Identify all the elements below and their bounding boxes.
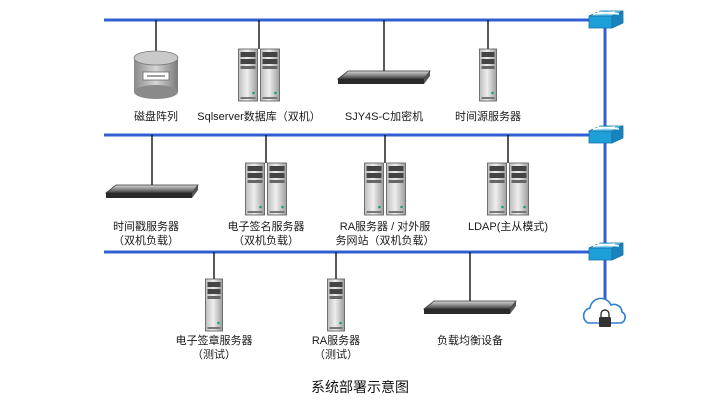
ra-server-label-line-2: 务网站（双机负载） [335, 235, 435, 247]
network-switch-icon [588, 242, 624, 261]
sqlserver-db-label: Sqlserver数据库（双机） [197, 110, 320, 124]
timestamp-server-label-line-2: （双机负载） [113, 235, 179, 247]
sjy4s-crypto-label-line: SJY4S-C加密机 [344, 111, 424, 123]
e-sign-server-label: 电子签名服务器 （双机负载） [228, 220, 305, 248]
disk-array-label-line: 磁盘阵列 [134, 111, 178, 123]
disk-array-icon [133, 50, 179, 99]
ra-server-label: RA服务器 / 对外服 务网站（双机负载） [336, 220, 435, 248]
network-switch-icon [588, 10, 624, 29]
disk-array-label: 磁盘阵列 [134, 110, 178, 124]
dual-server-icon [487, 162, 529, 216]
e-sign-server-label-line-1: 电子签名服务器 [227, 221, 305, 233]
rack-appliance-icon [422, 300, 517, 314]
load-balancer-label-line: 负载均衡设备 [437, 335, 503, 347]
ra-test-server-label: RA服务器 （测试） [312, 334, 360, 362]
ldap-server-label: LDAP(主从模式) [468, 220, 548, 234]
e-seal-server-label-line-2: （测试） [192, 349, 236, 361]
dual-server-icon [364, 162, 406, 216]
dual-server-icon [245, 162, 287, 216]
server-icon [205, 278, 223, 332]
time-source-server-label-line: 时间源服务器 [455, 111, 521, 123]
locked-cloud-icon [582, 297, 626, 327]
rack-appliance-icon [336, 70, 431, 84]
timestamp-server-label: 时间戳服务器 （双机负载） [113, 220, 179, 248]
network-switch-icon [588, 125, 624, 144]
e-sign-server-label-line-2: （双机负载） [233, 235, 299, 247]
ra-test-server-label-line-2: （测试） [314, 349, 358, 361]
diagram-caption: 系统部署示意图 [311, 380, 409, 396]
server-icon [327, 278, 345, 332]
ra-server-label-line-1: RA服务器 / 对外服 [339, 221, 431, 233]
timestamp-server-label-line-1: 时间戳服务器 [113, 221, 179, 233]
server-icon [479, 48, 497, 102]
dual-server-icon [238, 48, 280, 102]
time-source-server-label: 时间源服务器 [455, 110, 521, 124]
e-seal-server-label-line-1: 电子签章服务器 [175, 335, 253, 347]
ra-test-server-label-line-1: RA服务器 [311, 335, 361, 347]
sjy4s-crypto-label: SJY4S-C加密机 [345, 110, 423, 124]
e-seal-server-label: 电子签章服务器 （测试） [176, 334, 253, 362]
rack-appliance-icon [104, 184, 199, 198]
load-balancer-label: 负载均衡设备 [437, 334, 503, 348]
ldap-server-label-line: LDAP(主从模式) [467, 221, 549, 233]
sqlserver-db-label-line: Sqlserver数据库（双机） [197, 111, 321, 123]
